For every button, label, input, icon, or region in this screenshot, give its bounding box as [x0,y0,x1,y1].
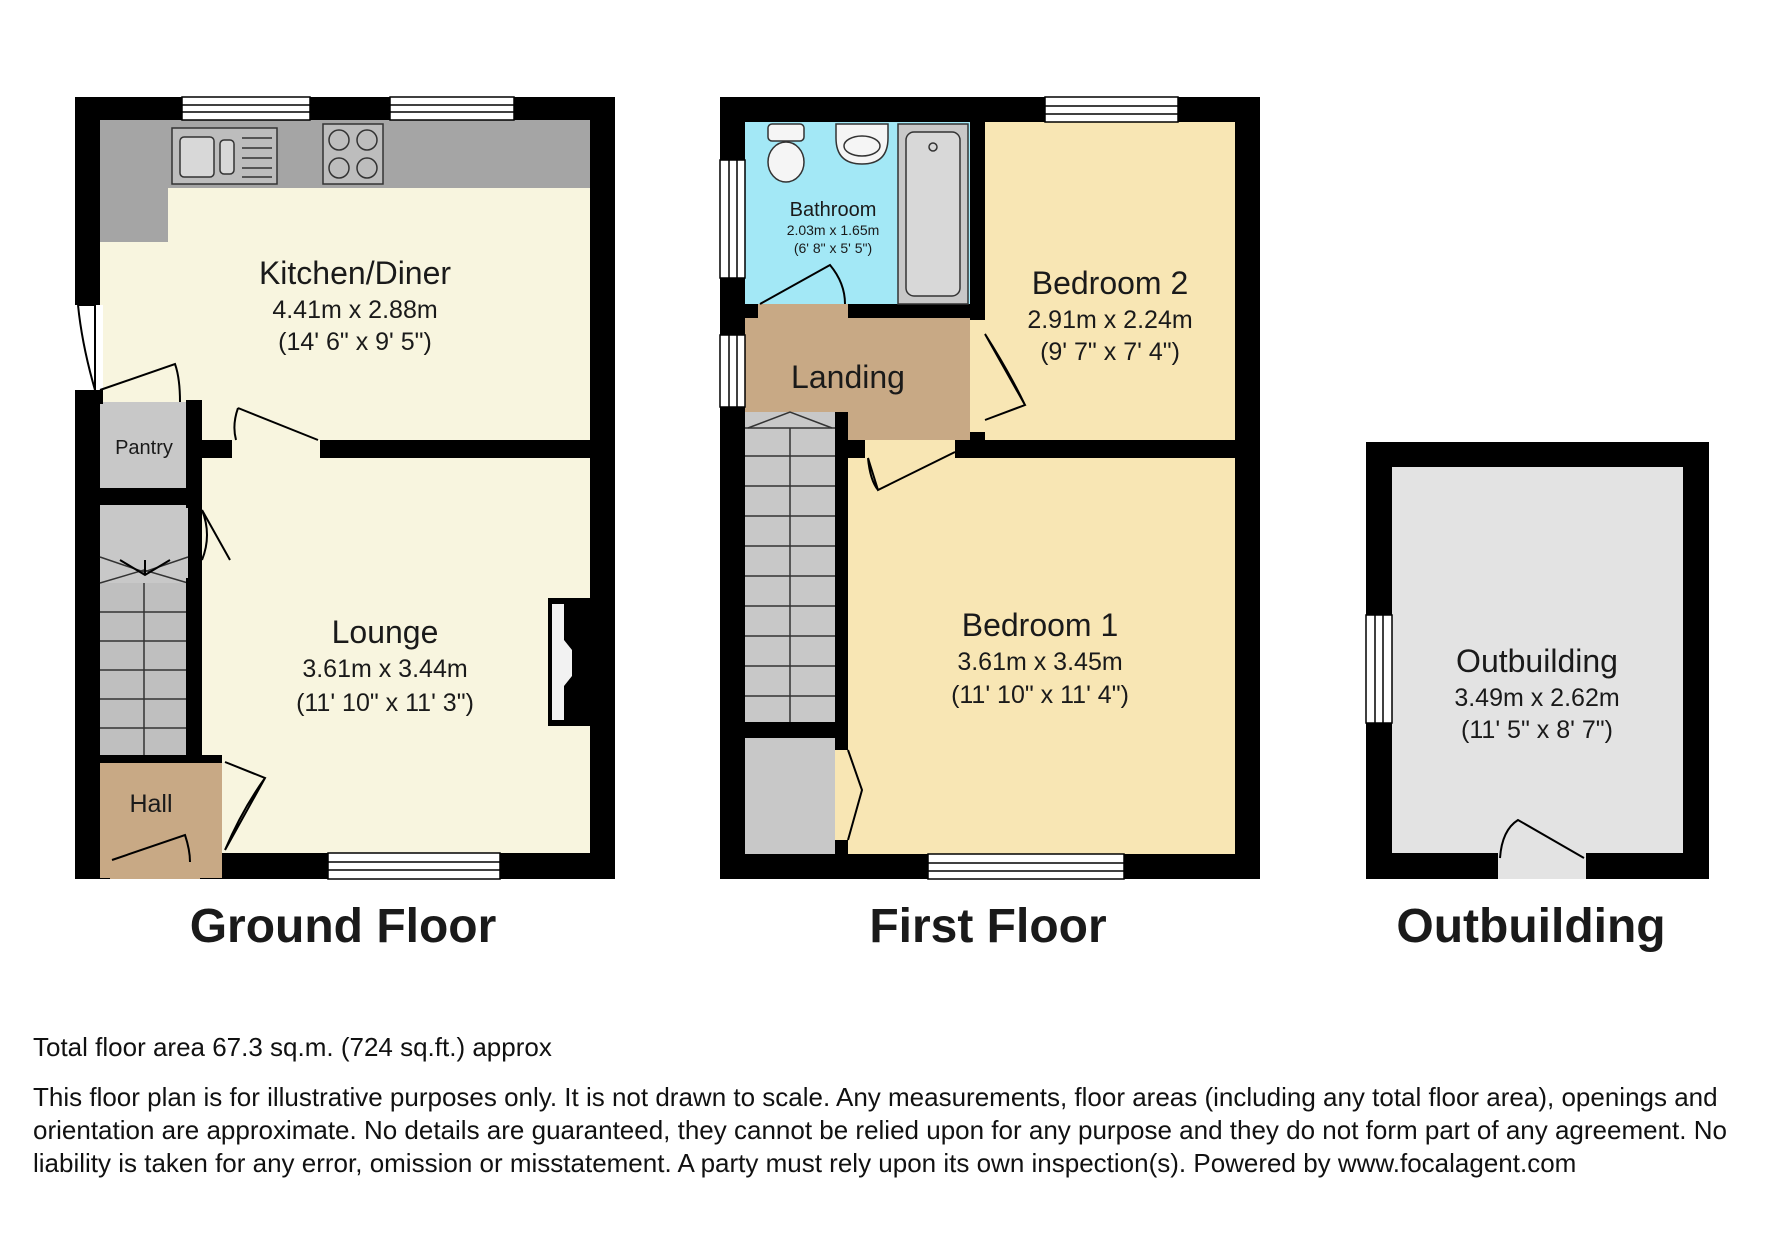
sink-icon [171,127,278,185]
first-floor-stairs [745,411,835,722]
bedroom-1-metric: 3.61m x 3.45m [957,648,1122,676]
first-floor-windows [719,96,1179,880]
outbuilding-metric: 3.49m x 2.62m [1454,684,1619,712]
kitchen-diner-imperial: (14' 6" x 9' 5") [278,328,432,356]
floor-plan-drawing: Kitchen/Diner 4.41m x 2.88m (14' 6" x 9'… [75,96,1709,953]
first-floor-plan: Bathroom 2.03m x 1.65m (6' 8" x 5' 5") B… [719,96,1260,880]
basin-icon [835,123,889,165]
hall-floor [100,760,222,878]
bathroom-metric: 2.03m x 1.65m [787,222,880,238]
stairs-cupboard-wall [745,722,848,738]
ground-floor-stairs [99,556,189,755]
bedroom1-bedroom2-wall [955,440,1260,458]
pantry-lounge-stub [186,440,232,458]
bedroom1-door-gap [865,440,955,458]
outbuilding-floor [1392,467,1683,853]
outbuilding-name: Outbuilding [1456,643,1618,679]
kitchen-lounge-wall [320,440,610,458]
bathroom-imperial: (6' 8" x 5' 5") [794,240,872,256]
outbuilding-door-opening [1498,853,1586,879]
lounge-metric: 3.61m x 3.44m [302,655,467,683]
lounge-floor [202,458,590,853]
ground-floor-title: Ground Floor [190,900,497,953]
lounge-name: Lounge [332,614,439,650]
bedroom2-door-gap [970,320,985,432]
hob-icon [322,123,384,185]
pantry-wall-bottom [100,488,188,504]
cupboard-door-gap [835,750,848,840]
hall-name: Hall [129,790,172,818]
ground-floor-door-swings [99,362,319,863]
ground-floor-windows [181,96,515,880]
toilet-icon [767,123,805,183]
kitchen-diner-name: Kitchen/Diner [259,255,451,291]
bathroom-door-gap [758,304,848,318]
bathroom-bedroom2-wall [970,97,985,307]
ground-floor-plan: Kitchen/Diner 4.41m x 2.88m (14' 6" x 9'… [75,96,615,880]
bedroom-2-metric: 2.91m x 2.24m [1027,306,1192,334]
pantry-name: Pantry [115,437,173,459]
bath-icon [897,123,969,305]
hall-front-door-threshold [110,862,200,879]
fireplace-icon [548,598,590,726]
outbuilding-window [1365,614,1393,724]
kitchen-back-door-swing [77,304,96,391]
bedroom-1-name: Bedroom 1 [962,607,1119,643]
stairs-lounge-wall [186,578,202,758]
outbuilding-title: Outbuilding [1396,900,1665,953]
first-floor-door-swings [759,263,1027,841]
outbuilding-door-swing [1499,818,1585,859]
first-floor-cupboard [745,738,835,854]
outbuilding-imperial: (11' 5" x 8' 7") [1461,716,1613,744]
outbuilding-plan: Outbuilding 3.49m x 2.62m (11' 5" x 8' 7… [1365,442,1709,879]
hall-wall-top [100,755,222,763]
bedroom-1-imperial: (11' 10" x 11' 4") [951,681,1129,709]
pantry-floor [100,402,188,488]
kitchen-diner-metric: 4.41m x 2.88m [272,296,437,324]
landing-name: Landing [791,359,905,395]
bedroom-1-floor [848,458,1235,854]
lounge-imperial: (11' 10" x 11' 3") [296,689,474,717]
total-floor-area: Total floor area 67.3 sq.m. (724 sq.ft.)… [33,1032,552,1062]
first-floor-title: First Floor [869,900,1106,953]
pantry-wall-top [75,390,103,404]
stairs-bedroom1-wall [835,412,848,742]
disclaimer-text: This floor plan is for illustrative purp… [33,1082,1727,1178]
bedroom-2-imperial: (9' 7" x 7' 4") [1040,338,1180,366]
bathroom-name: Bathroom [790,199,877,221]
bedroom-2-floor [985,122,1235,442]
bedroom-2-name: Bedroom 2 [1032,265,1189,301]
